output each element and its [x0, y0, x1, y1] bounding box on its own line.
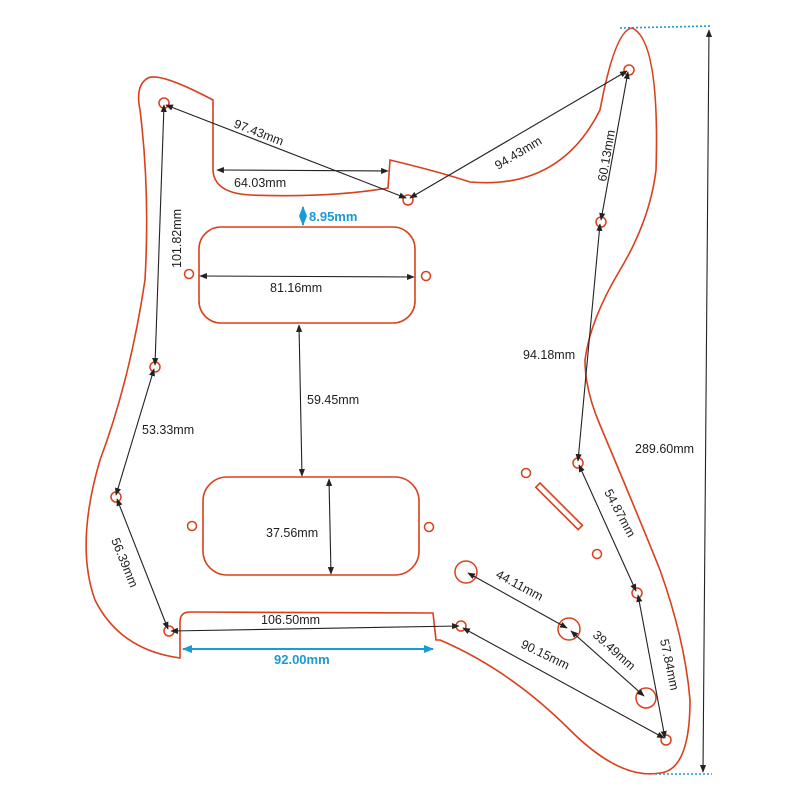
pickguard-outline [85, 27, 691, 775]
dim-line [636, 594, 667, 739]
pickup-mount-hole [420, 270, 432, 282]
label-right-lower: 54.87mm [601, 487, 638, 540]
dim-line [116, 498, 169, 630]
dim-line [296, 324, 305, 477]
pickup-mount-hole [183, 268, 195, 280]
label-bottom-cutout-width: 92.00mm [274, 652, 330, 667]
label-pocket-gap: 8.95mm [309, 209, 357, 224]
label-bottom-diagonal: 90.15mm [519, 637, 572, 672]
label-left-lower: 56.39mm [108, 536, 141, 590]
label-top-diagonal: 97.43mm [232, 117, 286, 149]
dim-line [462, 627, 665, 739]
dim-line [467, 572, 568, 629]
dim-line [599, 71, 630, 221]
label-bridge-pickup-height: 37.56mm [266, 526, 318, 540]
dim-line [699, 29, 713, 773]
switch-slot [534, 481, 584, 531]
label-right-middle-vertical: 94.18mm [523, 348, 575, 362]
switch-mount-hole [520, 467, 532, 479]
label-left-upper-vertical: 101.82mm [170, 209, 184, 268]
screw-hole [623, 64, 635, 76]
pickup-mount-hole [423, 521, 435, 533]
neck-pickup-cutout [198, 226, 416, 324]
bridge-pickup-cutout [202, 476, 420, 576]
dim-line [575, 223, 603, 462]
label-pickup-spacing: 59.45mm [307, 393, 359, 407]
dim-line [409, 70, 628, 199]
dim-line [199, 272, 415, 281]
label-bottom-width: 106.50mm [261, 613, 320, 627]
label-control-2-3: 39.49mm [590, 628, 638, 673]
dim-line [115, 368, 155, 496]
label-neck-pocket-width: 64.03mm [234, 176, 286, 190]
label-neck-pickup-width: 81.16mm [270, 281, 322, 295]
dim-line [216, 166, 389, 175]
screw-hole [402, 194, 414, 206]
label-horn-diagonal: 94.43mm [492, 134, 544, 173]
control-hole [454, 560, 478, 584]
label-total-height: 289.60mm [635, 442, 694, 456]
dim-line [165, 104, 407, 199]
screw-hole [631, 587, 643, 599]
screw-hole [660, 734, 672, 746]
label-left-middle: 53.33mm [142, 423, 194, 437]
height-reference-line [619, 25, 713, 29]
switch-mount-hole [591, 548, 603, 560]
label-horn-vertical: 60.13mm [595, 129, 618, 183]
dim-line [326, 478, 334, 575]
label-control-1-2: 44.11mm [494, 567, 546, 603]
dim-line [578, 464, 637, 592]
label-right-bottom: 57.84mm [657, 638, 682, 692]
pickup-mount-hole [186, 520, 198, 532]
dim-line [152, 104, 167, 366]
dim-line [170, 623, 460, 634]
